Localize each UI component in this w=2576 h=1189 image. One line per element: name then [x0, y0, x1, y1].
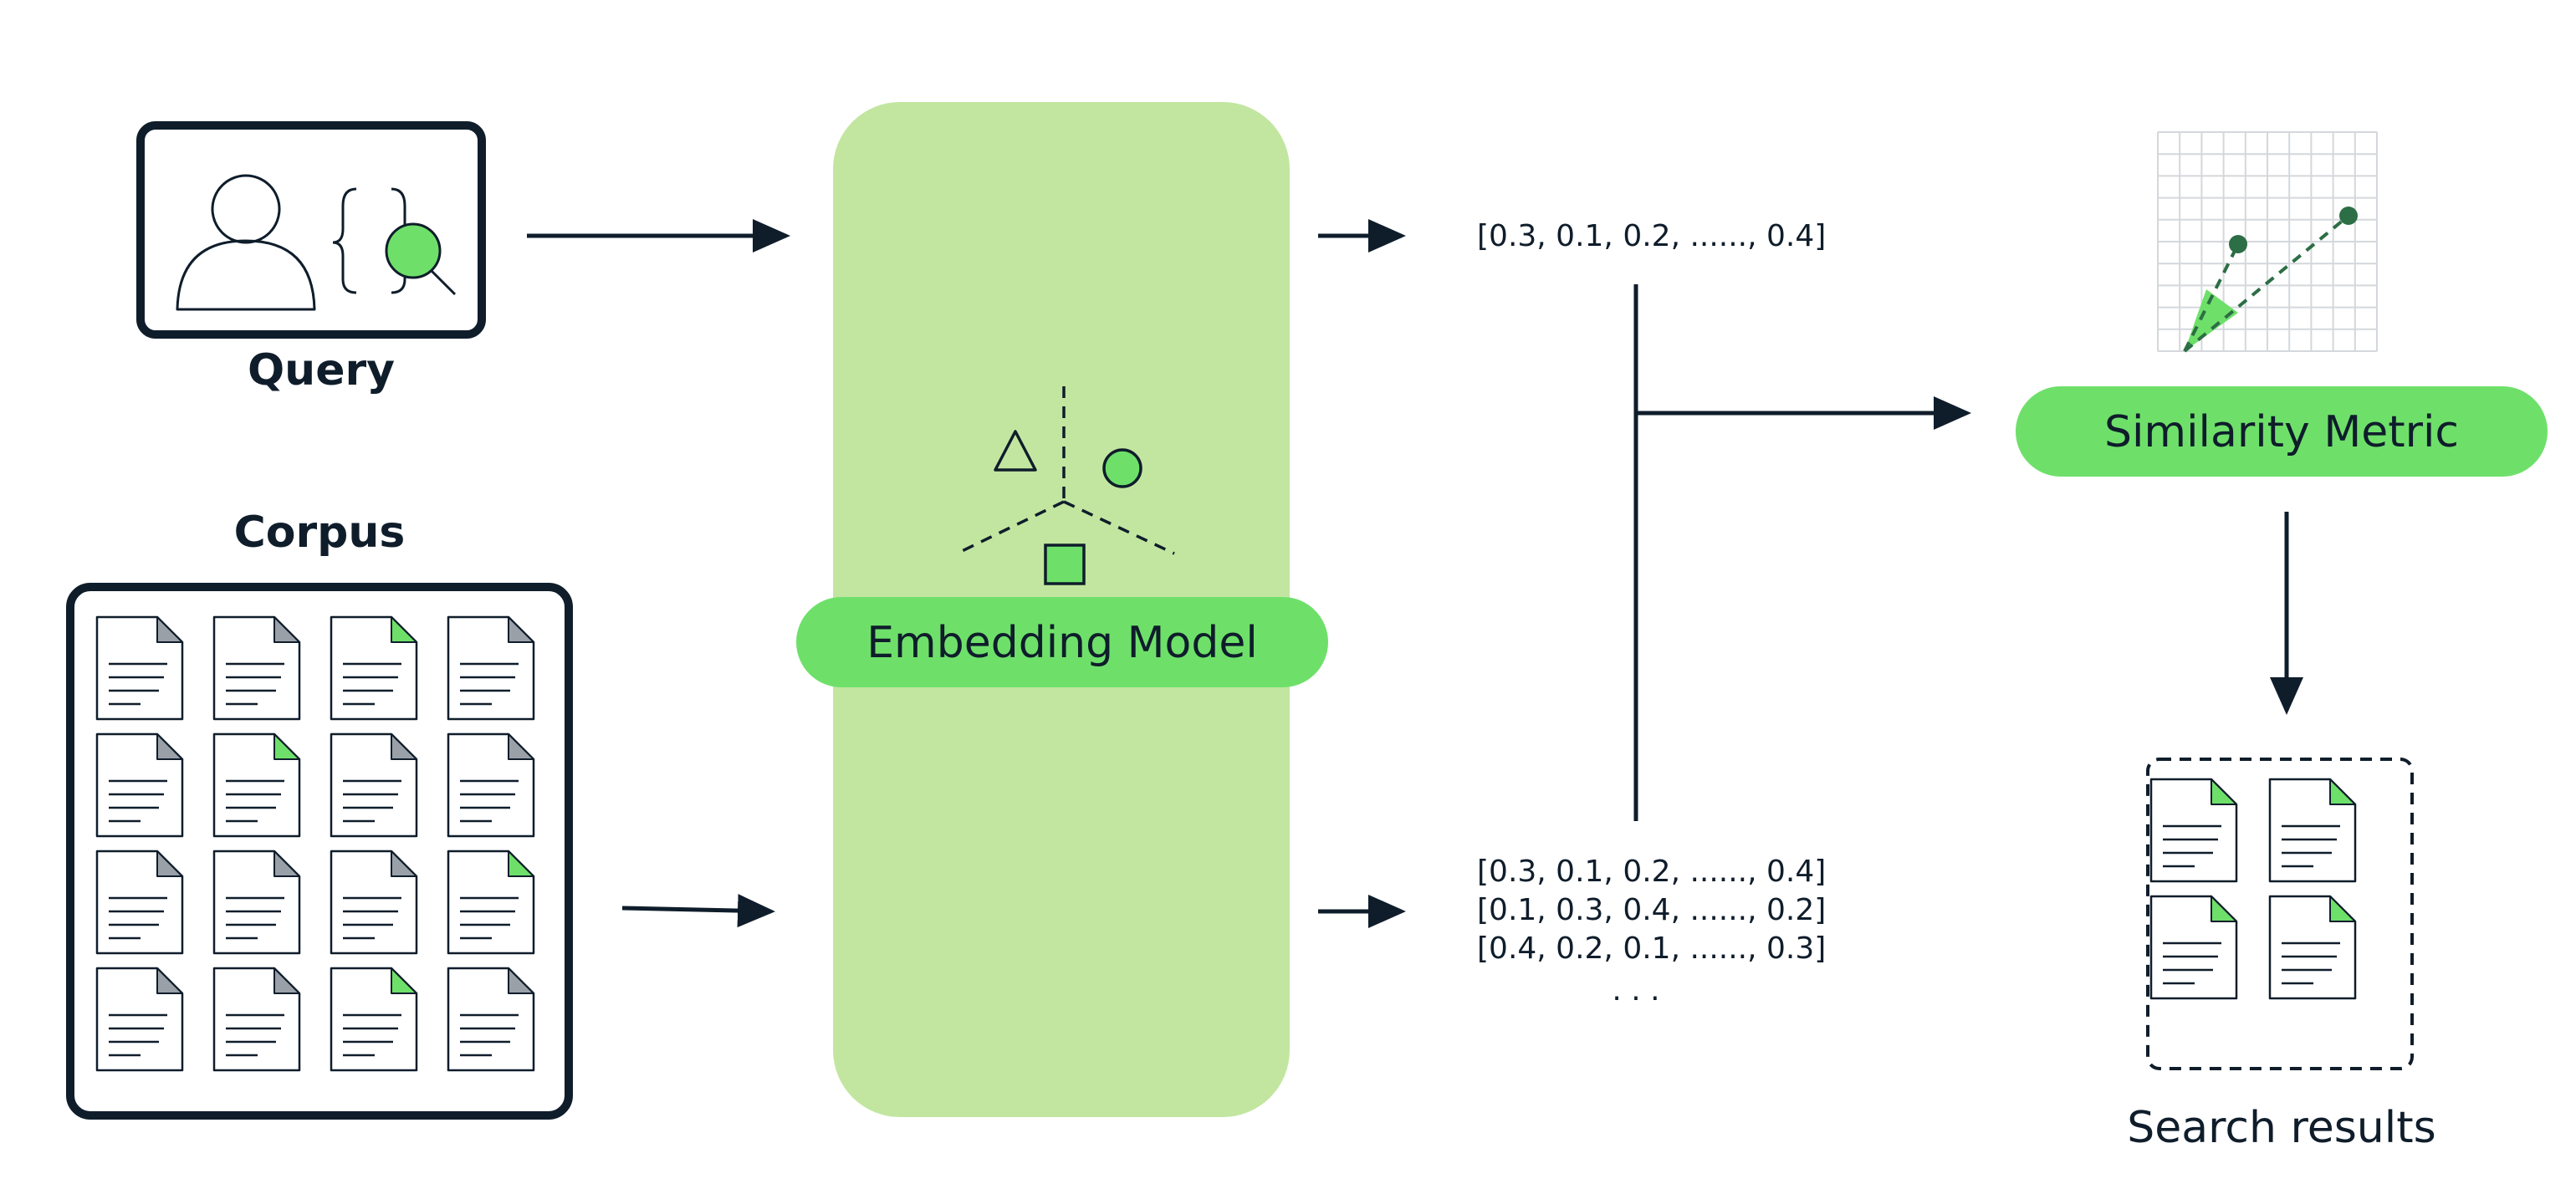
document-icon	[95, 967, 184, 1072]
document-icon	[447, 615, 535, 721]
document-icon	[2268, 778, 2357, 883]
corpus-vector: [0.4, 0.2, 0.1, ......, 0.3]	[1477, 931, 1826, 966]
vectors: [0.3, 0.1, 0.2, ......, 0.4] [0.3, 0.1, …	[1477, 219, 1826, 1008]
query-frame	[136, 121, 486, 339]
document-icon	[330, 615, 418, 721]
corpus-to-model-arrow	[621, 894, 775, 928]
document-icon	[330, 850, 418, 955]
document-icon	[330, 967, 418, 1072]
query-node: Query	[136, 121, 486, 395]
document-icon	[330, 732, 418, 838]
query-vector: [0.3, 0.1, 0.2, ......, 0.4]	[1477, 219, 1826, 253]
document-icon	[447, 732, 535, 838]
document-icon	[95, 850, 184, 955]
query-label: Query	[248, 345, 395, 395]
vector-ellipsis: . . .	[1612, 973, 1659, 1008]
embedding-model-pill	[796, 597, 1328, 687]
document-icon	[2149, 895, 2238, 1000]
document-icon	[212, 615, 301, 721]
search-results-node: Search results	[2127, 758, 2436, 1153]
similarity-metric-label: Similarity Metric	[2104, 407, 2459, 457]
document-icon	[447, 850, 535, 955]
document-icon	[212, 967, 301, 1072]
document-icon	[2268, 895, 2357, 1000]
corpus-vector: [0.1, 0.3, 0.4, ......, 0.2]	[1477, 893, 1826, 927]
document-icon	[95, 615, 184, 721]
document-icon	[2149, 778, 2238, 883]
corpus-frame	[66, 583, 573, 1120]
search-results-label: Search results	[2127, 1103, 2435, 1153]
corpus-label: Corpus	[234, 508, 406, 558]
document-icon	[212, 850, 301, 955]
person-search-icon	[176, 174, 457, 311]
embedding-space-icon	[956, 386, 1175, 585]
document-icon	[95, 732, 184, 838]
document-icon	[212, 732, 301, 838]
flow-arrows	[527, 219, 2303, 928]
similarity-metric-node: Similarity Metric	[2016, 131, 2548, 477]
embedding-model-label: Embedding Model	[866, 618, 1258, 668]
cosine-similarity-icon	[2157, 131, 2378, 353]
corpus-vector: [0.3, 0.1, 0.2, ......, 0.4]	[1477, 855, 1826, 889]
embedding-model-node: Embedding Model	[796, 102, 1328, 1117]
document-icon	[447, 967, 535, 1072]
corpus-node: Corpus	[66, 508, 573, 1120]
similarity-metric-pill	[2016, 386, 2548, 477]
